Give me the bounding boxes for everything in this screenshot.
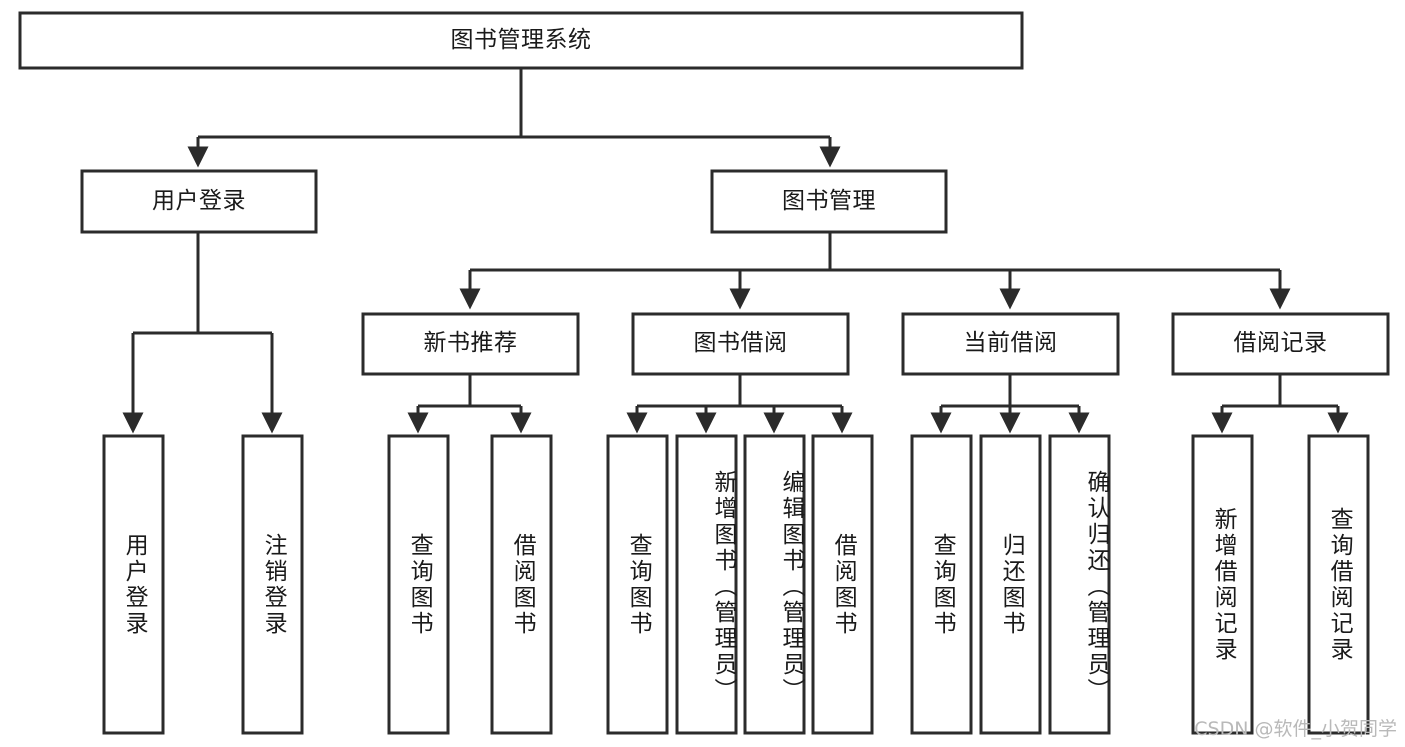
node-leaf-13-box [1307,434,1370,735]
node-bookmgmt-box [710,169,948,234]
node-leaf-8-box [811,434,874,735]
node-current-box [901,312,1120,376]
node-leaf-9-box [910,434,973,735]
csdn-watermark: CSDN @软件_小贺同学 [1194,718,1397,740]
node-leaf-6-box [675,434,738,735]
node-leaf-7-box [743,434,806,735]
node-login-box [80,169,318,234]
node-newbook-box [361,312,580,376]
node-records-box [1171,312,1390,376]
node-root-box [18,11,1024,70]
node-leaf-2-box [241,434,304,735]
node-leaf-1-box [102,434,165,735]
node-leaf-3-box [387,434,450,735]
node-leaf-12-box [1191,434,1254,735]
node-borrow-box [631,312,850,376]
node-leaf-10-box [979,434,1042,735]
node-leaf-5-box [606,434,669,735]
node-leaf-11-box [1048,434,1111,735]
node-leaf-4-box [490,434,553,735]
